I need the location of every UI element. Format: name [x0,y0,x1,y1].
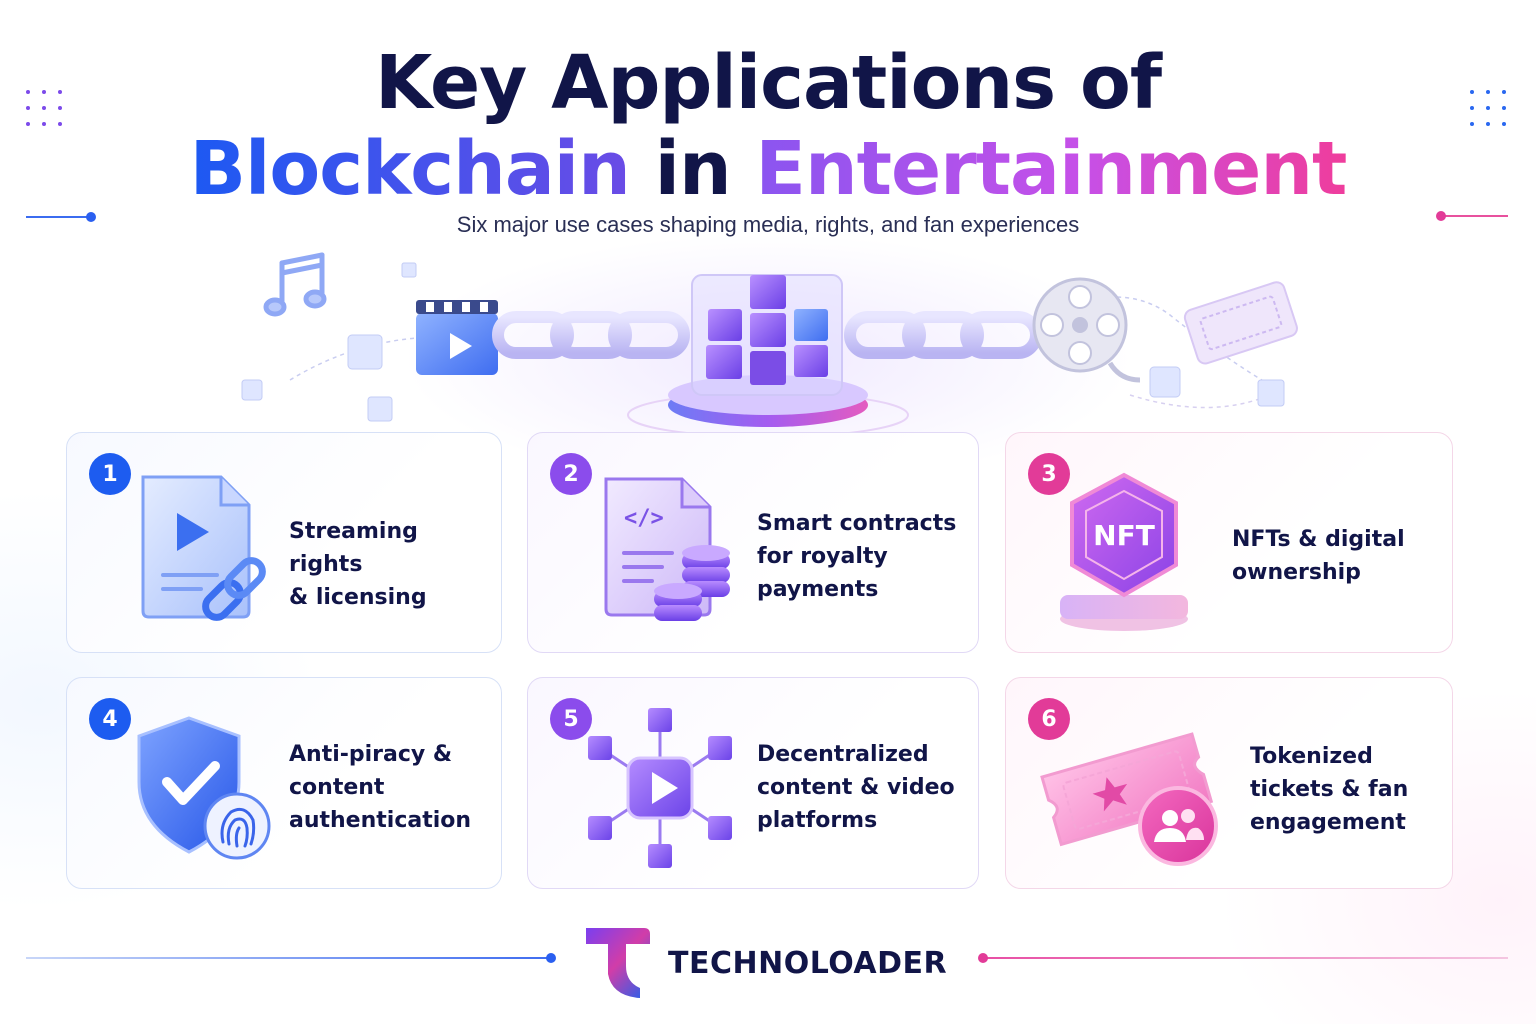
network-play-icon [588,708,732,868]
title-in: in [629,126,756,212]
code-document-coins-icon: </> [604,477,730,621]
card-label-line: Smart contracts [757,511,957,536]
card-number-badge: 6 [1028,698,1070,740]
use-case-card-5[interactable]: 5 Decentralized content & video platform… [527,677,979,889]
shield-fingerprint-icon [137,716,271,860]
chain-right-icon [844,311,1042,359]
use-case-card-6[interactable]: 6 Tokenized tickets & fan engagement [1005,677,1453,889]
card-label-line: content [289,775,385,800]
card-label-line: & licensing [289,585,427,610]
card-number-badge: 2 [550,453,592,495]
card-label: NFTs & digital ownership [1232,523,1432,589]
card-label-line: content & video [757,775,955,800]
card-label-line: NFTs & digital [1232,527,1405,552]
page-title-line2: Blockchain in Entertainment [0,126,1536,212]
hero-illustration [241,252,1298,438]
card-label-line: ownership [1232,560,1361,585]
card-label-line: authentication [289,808,472,833]
decorative-line-left [26,212,96,222]
music-note-icon [263,252,327,317]
svg-text:</>: </> [624,506,664,531]
card-label: Smart contracts for royalty payments [757,507,957,606]
decorative-dots-left [26,90,62,126]
card-label-line: Decentralized [757,742,929,767]
small-cube-icon [241,262,1285,422]
card-label: Decentralized content & video platforms [757,738,957,837]
use-case-card-2[interactable]: 2 </> Smart contracts for royalty paymen… [527,432,979,653]
decorative-line-right [1436,211,1508,221]
use-case-card-3[interactable]: 3 NFT NFTs & digital ownership [1005,432,1453,653]
technoloader-logo-icon [586,928,650,998]
card-label: Anti-piracy & content authentication [289,738,489,837]
title-blockchain: Blockchain [189,126,631,212]
ticket-users-icon [1040,732,1218,866]
ticket-icon [1183,281,1298,365]
card-label: Tokenized tickets & fan engagement [1250,740,1450,839]
card-number-badge: 4 [89,698,131,740]
blockchain-cubes-icon [706,275,828,385]
card-label: Streaming rights & licensing [289,515,489,614]
use-case-card-1[interactable]: 1 Streaming rights & licensing [66,432,502,653]
nft-hexagon-icon: NFT [1060,472,1188,631]
card-label-line: for royalty [757,544,888,569]
chain-left-icon [492,311,690,359]
page-subtitle: Six major use cases shaping media, right… [456,212,1080,237]
footer-line-right [978,953,1508,963]
card-label-line: payments [757,577,879,602]
brand-name: TECHNOLOADER [668,946,948,981]
card-label-line: engagement [1250,810,1406,835]
card-label-line: Streaming rights [289,519,418,577]
use-case-card-4[interactable]: 4 Anti-piracy & content authentication [66,677,502,889]
clapperboard-icon [416,300,498,375]
video-file-chain-icon [141,475,266,621]
card-number-badge: 1 [89,453,131,495]
card-label-line: tickets & fan [1250,777,1409,802]
decorative-dots-right [1470,90,1506,126]
nft-icon-text: NFT [1093,519,1155,552]
footer-line-left [26,953,556,963]
card-label-line: Tokenized [1250,744,1373,769]
page-title-line1: Key Applications of [374,40,1162,126]
card-number-badge: 3 [1028,453,1070,495]
card-label-line: platforms [757,808,878,833]
title-entertainment: Entertainment [755,126,1347,212]
film-reel-icon [1032,277,1141,383]
card-label-line: Anti-piracy & [289,742,453,767]
card-number-badge: 5 [550,698,592,740]
